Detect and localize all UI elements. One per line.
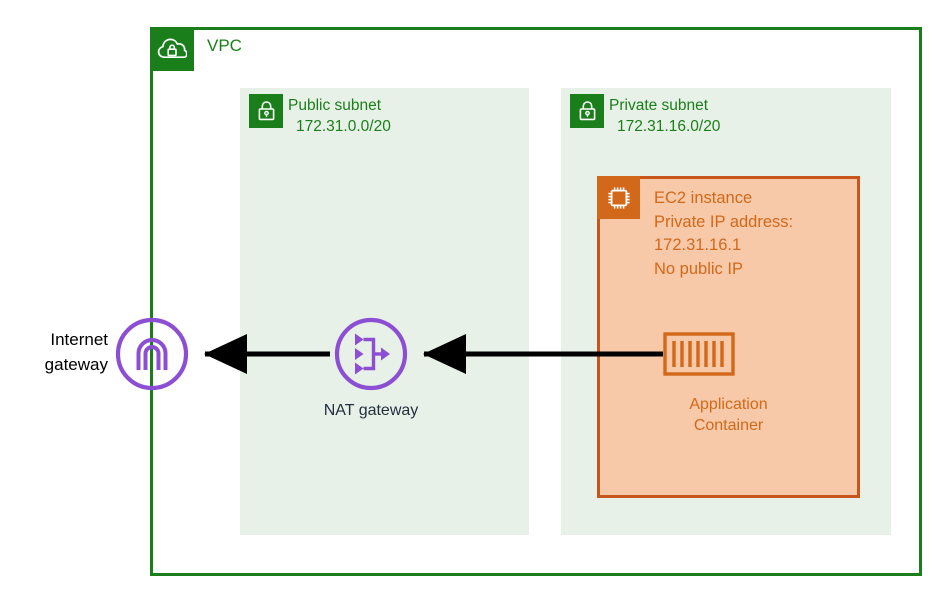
vpc-cloud-lock-glyph (157, 38, 187, 59)
container-glyph (663, 332, 735, 376)
private-subnet-label: Private subnet 172.31.16.0/20 (609, 95, 720, 137)
private-subnet-cidr: 172.31.16.0/20 (617, 118, 721, 135)
ec2-instance-box (597, 176, 860, 498)
ec2-private-ip-value: 172.31.16.1 (654, 236, 742, 254)
ec2-chip-icon (597, 176, 640, 219)
ec2-public-ip-status: No public IP (654, 259, 743, 278)
lock-glyph (258, 101, 274, 121)
internet-gateway-label: Internet gateway (8, 327, 108, 377)
internet-gateway-glyph (115, 317, 189, 391)
ec2-title: EC2 instance (654, 189, 753, 207)
private-subnet-lock-icon (570, 94, 604, 128)
vpc-cloud-lock-icon (150, 27, 194, 71)
internet-gateway-icon (115, 317, 189, 391)
ec2-instance-details: EC2 instance Private IP address: 172.31.… (654, 187, 793, 281)
cpu-chip-glyph (607, 186, 630, 209)
container-caption-line2: Container (693, 417, 764, 434)
public-subnet-lock-icon (249, 94, 283, 128)
nat-gateway-icon (334, 317, 408, 391)
container-caption-line1: Application (689, 396, 768, 413)
vpc-label: VPC (207, 36, 242, 55)
nat-gateway-label: NAT gateway (323, 402, 419, 419)
application-container-caption: Application Container (597, 394, 860, 436)
public-subnet-cidr: 172.31.0.0/20 (296, 118, 391, 135)
public-subnet-name: Public subnet (288, 97, 382, 114)
nat-gateway-glyph (334, 317, 408, 391)
public-subnet-label: Public subnet 172.31.0.0/20 (288, 95, 391, 137)
igw-label-line1: Internet (50, 330, 108, 349)
ec2-private-ip-label: Private IP address: (654, 212, 794, 231)
vpc-boundary (150, 27, 922, 576)
igw-label-line2: gateway (44, 355, 108, 374)
private-subnet-name: Private subnet (609, 97, 709, 114)
application-container-icon (663, 332, 735, 376)
public-subnet-panel (240, 88, 529, 535)
lock-glyph (579, 101, 595, 121)
